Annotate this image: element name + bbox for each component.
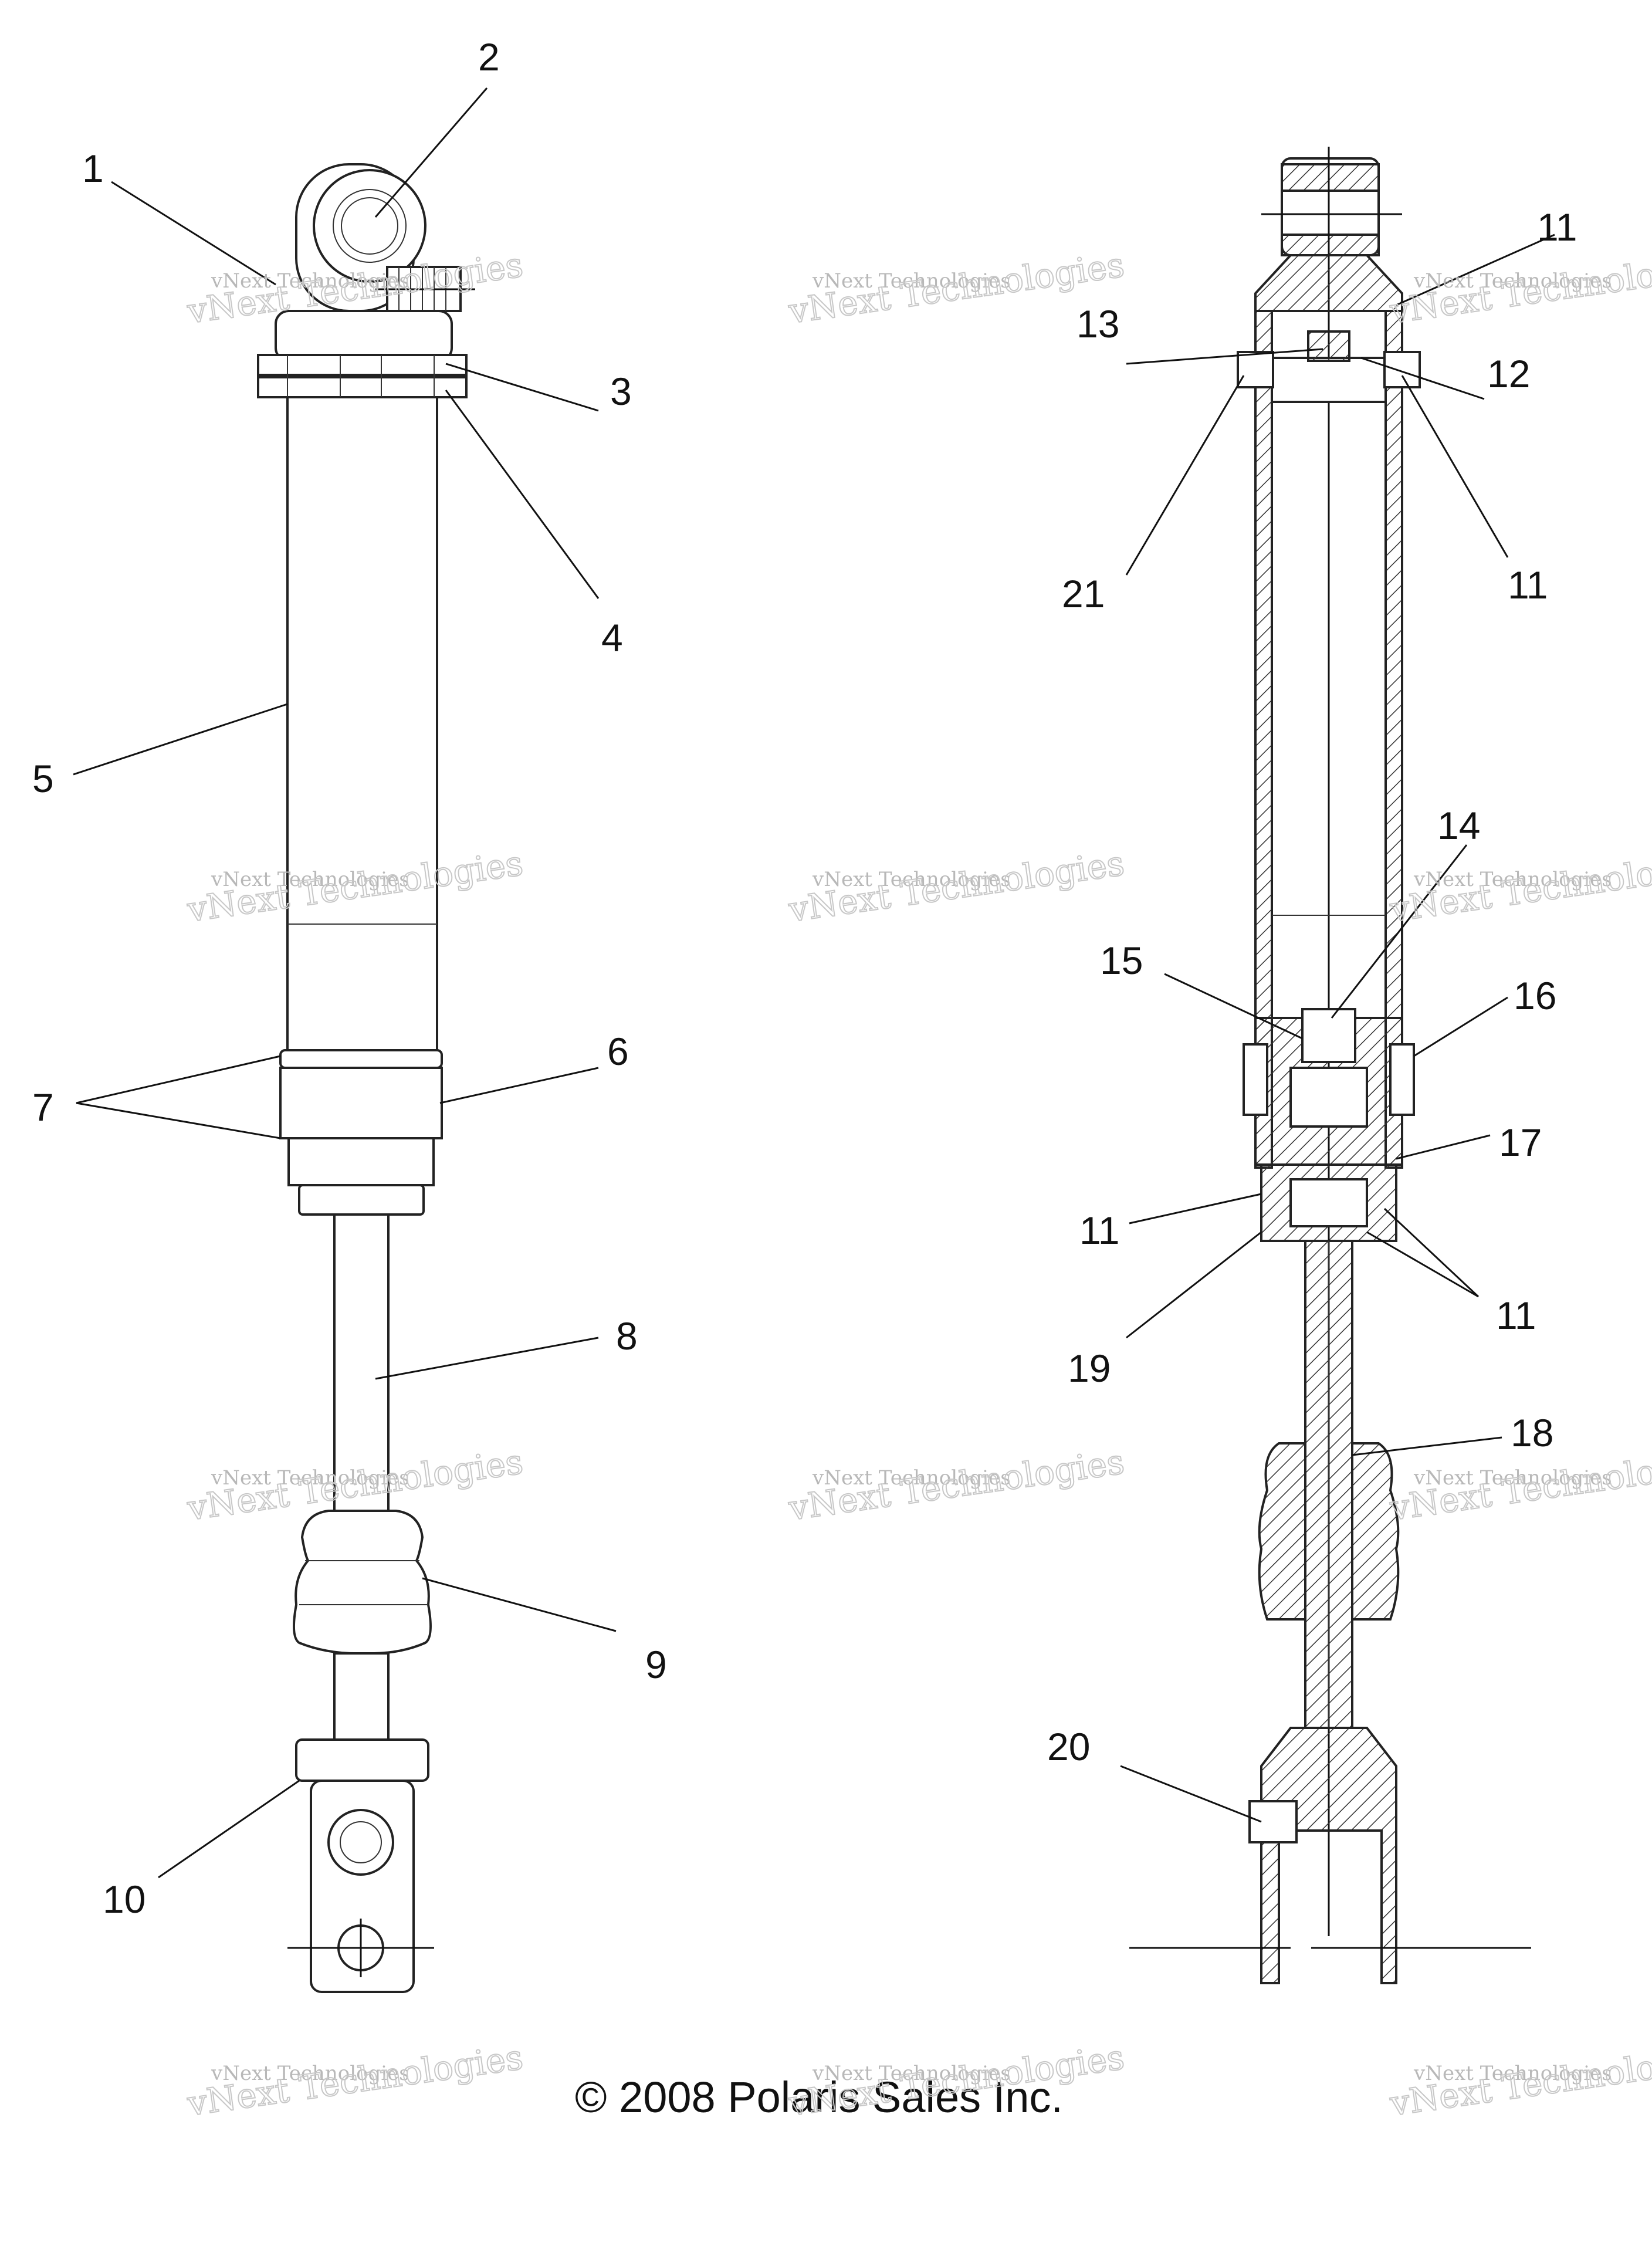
callout-20: 20 [1047, 1725, 1090, 1768]
body-tube [286, 360, 438, 1051]
watermark: vNext Technologies [1413, 868, 1612, 891]
watermark-large: vNext Technologies [1387, 1442, 1652, 1528]
callout-21: 21 [1062, 572, 1105, 615]
watermark: vNext Technologies [1413, 2062, 1612, 2085]
callout-16: 16 [1514, 974, 1556, 1017]
callout-5: 5 [32, 757, 54, 800]
callout-13: 13 [1076, 302, 1119, 346]
floating-piston [1271, 357, 1387, 403]
callout-4: 4 [601, 616, 623, 659]
callout-12: 12 [1487, 352, 1530, 395]
callout-10: 10 [103, 1877, 145, 1921]
lower-collar [279, 1049, 443, 1069]
callout-11-upper-right: 11 [1508, 563, 1548, 607]
watermark: vNext Technologies [211, 2062, 409, 2085]
watermark: vNext Technologies [1413, 269, 1612, 293]
callout-14: 14 [1437, 804, 1480, 847]
bearing [327, 1809, 394, 1876]
watermark: vNext Technologies [1413, 1466, 1612, 1490]
callout-9: 9 [645, 1643, 667, 1686]
top-cap [275, 310, 453, 362]
shock-exterior-view [257, 163, 475, 1993]
section-bottom-eye [1260, 1727, 1397, 1984]
callout-11-lower-right: 11 [1496, 1294, 1536, 1337]
watermark-large: vNext Technologies [1387, 843, 1652, 930]
callout-6: 6 [607, 1030, 629, 1073]
leader-lines [73, 87, 1555, 1879]
bump-stop [293, 1510, 432, 1655]
callout-11-left: 11 [1079, 1209, 1120, 1252]
callout-17: 17 [1499, 1121, 1542, 1164]
callout-18: 18 [1511, 1411, 1553, 1454]
watermark: vNext Technologies [812, 1466, 1011, 1490]
callout-8: 8 [616, 1314, 638, 1358]
copyright-notice: © 2008 Polaris Sales Inc. [575, 2073, 1063, 2122]
callout-7: 7 [32, 1085, 54, 1129]
callout-11-top: 11 [1537, 205, 1577, 249]
watermark-large: vNext Technologies [786, 245, 1127, 331]
shaft [333, 1213, 390, 1515]
seal-housing [279, 1067, 443, 1139]
callout-19: 19 [1068, 1347, 1111, 1390]
callout-1: 1 [82, 147, 104, 190]
eyelet-bushing [313, 169, 426, 283]
callout-labels: 1 2 3 4 5 6 7 8 9 10 11 13 12 21 11 14 1… [32, 35, 1577, 1921]
watermark: vNext Technologies [211, 1466, 409, 1490]
watermark: vNext Technologies [211, 269, 409, 293]
watermark-large: vNext Technologies [185, 2037, 526, 2124]
watermark-large: vNext Technologies [1387, 2037, 1652, 2124]
watermark: vNext Technologies [211, 868, 409, 891]
shock-section-view [1129, 147, 1531, 1984]
watermark: vNext Technologies [812, 269, 1011, 293]
watermark: vNext Technologies [812, 2062, 1011, 2085]
callout-2: 2 [478, 35, 500, 79]
watermark-large: vNext Technologies [1387, 245, 1652, 331]
watermark-large: vNext Technologies [786, 843, 1127, 930]
watermark-large: vNext Technologies [786, 1442, 1127, 1528]
section-bump-stop [1258, 1442, 1306, 1621]
callout-3: 3 [610, 370, 632, 413]
section-top-cap [1254, 254, 1403, 312]
spring-adjuster-ring-3 [257, 354, 468, 376]
callout-15: 15 [1100, 939, 1143, 982]
watermark: vNext Technologies [812, 868, 1011, 891]
spring-adjuster-ring-4 [257, 376, 468, 398]
bottom-cap [295, 1738, 429, 1782]
